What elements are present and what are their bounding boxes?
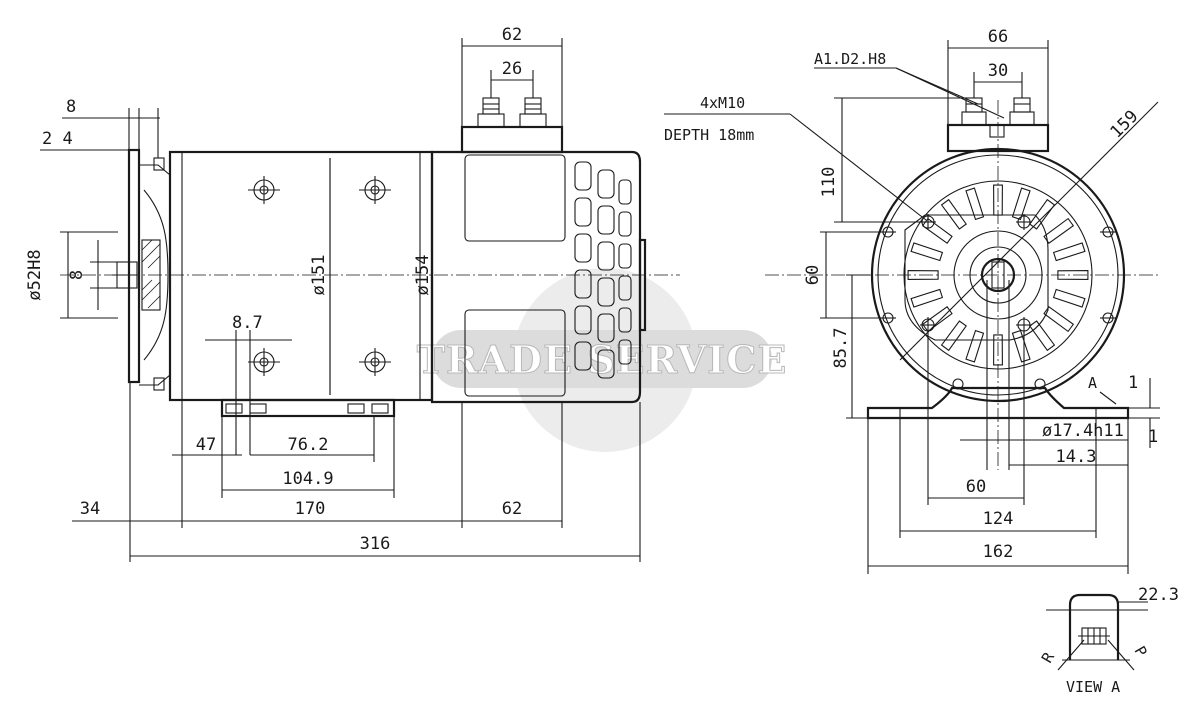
end-outer-ring bbox=[870, 147, 1126, 403]
hole-icon bbox=[1100, 226, 1116, 238]
view-mark-a: A bbox=[1088, 374, 1097, 392]
watermark-text: TRADE SERVICE bbox=[417, 337, 788, 382]
watermark: TRADE SERVICE bbox=[416, 268, 788, 452]
fin-slot bbox=[940, 320, 967, 352]
view-a-label: VIEW A bbox=[1066, 678, 1120, 696]
fin-slot bbox=[1057, 270, 1089, 280]
dim-62-top: 62 bbox=[502, 25, 522, 45]
view-a-terminal-icon bbox=[1078, 627, 1110, 645]
fin-slot bbox=[1052, 242, 1086, 262]
note-fit: A1.D2.H8 bbox=[814, 50, 886, 68]
motor-body bbox=[168, 150, 434, 402]
end-view: 66 30 A1.D2.H8 4xM10 DEPTH 18mm 159 110 … bbox=[664, 27, 1160, 574]
terminal-block bbox=[460, 94, 564, 154]
dim-85-7: 85.7 bbox=[831, 328, 851, 369]
terminal-stud-icon bbox=[524, 94, 542, 115]
hole-icon bbox=[1100, 312, 1116, 324]
dim-66: 66 bbox=[988, 27, 1008, 47]
dim-76-2: 76.2 bbox=[288, 435, 329, 455]
dim-162: 162 bbox=[983, 542, 1014, 562]
dim-316: 316 bbox=[360, 534, 391, 554]
dim-170: 170 bbox=[295, 499, 326, 519]
hub bbox=[953, 230, 1043, 320]
bolt-icon bbox=[248, 176, 280, 204]
fin-slot bbox=[1029, 320, 1056, 352]
end-view-foot bbox=[866, 386, 1130, 420]
fin-slot bbox=[1011, 187, 1031, 221]
dim-110: 110 bbox=[819, 167, 839, 198]
hole-icon bbox=[1016, 214, 1032, 230]
dim-1-upper: 1 bbox=[1128, 373, 1138, 393]
fin-slot bbox=[940, 198, 967, 230]
body-bolts bbox=[248, 176, 391, 376]
fin-slot bbox=[965, 329, 985, 363]
cooling-slots bbox=[574, 161, 632, 379]
hole-icon bbox=[880, 226, 896, 238]
dim-60-vertical: 60 bbox=[803, 265, 823, 285]
hole-icon bbox=[1034, 378, 1046, 390]
hole-icon bbox=[920, 214, 936, 230]
dim-154: ø154 bbox=[413, 255, 433, 296]
inspection-window-top bbox=[464, 154, 566, 242]
note-depth: DEPTH 18mm bbox=[664, 126, 754, 144]
fin-slot bbox=[1043, 217, 1075, 244]
dim-34: 34 bbox=[80, 499, 100, 519]
commutator-housing bbox=[430, 150, 642, 404]
dim-8-shaft: 8 bbox=[67, 270, 87, 280]
dim-62-bottom: 62 bbox=[502, 499, 522, 519]
bolt-icon bbox=[359, 348, 391, 376]
fin-slot bbox=[1052, 288, 1086, 308]
fin-slot bbox=[910, 288, 944, 308]
dim-22-3: 22.3 bbox=[1138, 585, 1179, 605]
dim-124: 124 bbox=[983, 509, 1014, 529]
mounting-foot bbox=[220, 398, 396, 418]
terminal-stud-icon bbox=[482, 94, 500, 115]
dim-52h8: ø52H8 bbox=[25, 249, 45, 300]
terminal-stud-icon bbox=[1013, 97, 1031, 113]
dim-8-top: 8 bbox=[66, 97, 76, 117]
bolt-icon bbox=[359, 176, 391, 204]
dim-104-9: 104.9 bbox=[282, 469, 333, 489]
watermark-band bbox=[432, 330, 772, 388]
dim-30: 30 bbox=[988, 61, 1008, 81]
dim-60-horizontal: 60 bbox=[966, 477, 986, 497]
hole-icon bbox=[952, 378, 964, 390]
inspection-window-bottom bbox=[464, 309, 566, 397]
brush-plate bbox=[904, 214, 1049, 341]
bearing-hatch bbox=[141, 239, 161, 309]
dim-47: 47 bbox=[196, 435, 216, 455]
fin-slot bbox=[993, 334, 1003, 366]
dim-14-3: 14.3 bbox=[1056, 447, 1097, 467]
view-a-detail: 22.3 R P VIEW A bbox=[1038, 585, 1179, 696]
fin-slot bbox=[910, 242, 944, 262]
dim-159: 159 bbox=[1107, 107, 1143, 143]
bolt-icon bbox=[248, 348, 280, 376]
fin-slot bbox=[1011, 329, 1031, 363]
view-a-r-left: R bbox=[1038, 648, 1059, 666]
dim-151: ø151 bbox=[309, 255, 329, 296]
flange-plate bbox=[127, 148, 141, 384]
mounting-holes bbox=[880, 214, 1116, 390]
dim-17-4-h11: ø17.4h11 bbox=[1042, 421, 1124, 441]
note-thread: 4xM10 bbox=[700, 94, 745, 112]
fin-slot bbox=[1043, 306, 1075, 333]
side-view: 62 26 8 2 4 ø52H8 8 ø151 ø154 8.7 bbox=[25, 25, 680, 562]
dim-26: 26 bbox=[502, 59, 522, 79]
dim-8-7: 8.7 bbox=[232, 313, 263, 333]
fin-slot bbox=[907, 270, 939, 280]
hole-icon bbox=[880, 312, 896, 324]
dim-2-4: 2 4 bbox=[42, 129, 73, 149]
dim-1-lower: 1 bbox=[1148, 427, 1158, 447]
view-a-r-right: P bbox=[1131, 643, 1151, 660]
fin-slot bbox=[965, 187, 985, 221]
